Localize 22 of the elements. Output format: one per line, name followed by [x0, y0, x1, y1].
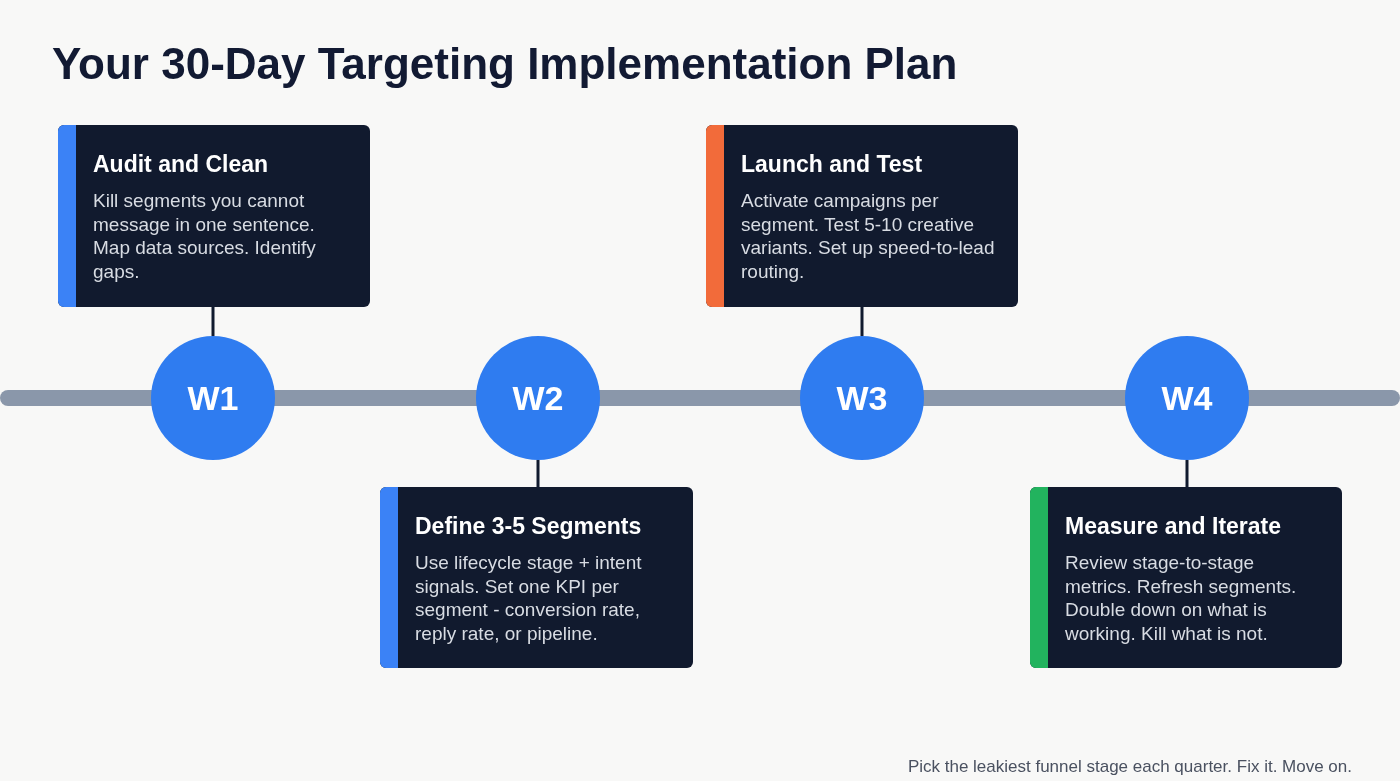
card-heading: Define 3-5 Segments: [415, 512, 643, 541]
connector-line: [536, 460, 540, 487]
step-card: [706, 125, 1018, 307]
step-card: [380, 487, 693, 668]
connector-line: [211, 307, 215, 336]
card-body: Review stage-to-stage metrics. Refresh segments. Double down on what is working. Kill what is not.: [1065, 551, 1298, 645]
card-body: Activate campaigns per segment. Test 5-10 creative variants. Set up speed-to-lead routing.: [741, 189, 996, 283]
card-body: Kill segments you cannot message in one sentence. Map data sources. Identify gaps.: [93, 189, 317, 283]
caption: Pick the leakiest funnel stage each quarter. Fix it. Move on.: [907, 758, 1352, 775]
card-heading: Audit and Clean: [93, 150, 270, 179]
week-label: W1: [187, 377, 239, 419]
week-label: W2: [512, 377, 564, 419]
step-card: [58, 125, 370, 307]
connector-line: [860, 307, 864, 336]
week-label: W4: [1161, 377, 1213, 419]
title: Your 30-Day Targeting Implementation Plan: [52, 38, 958, 90]
card-body: Use lifecycle stage + intent signals. Set one KPI per segment - conversion rate, reply rate, or pipeline.: [415, 551, 643, 645]
step-card: [1030, 487, 1342, 668]
connector-line: [1185, 460, 1189, 487]
card-heading: Launch and Test: [741, 150, 924, 179]
week-label: W3: [836, 377, 888, 419]
card-heading: Measure and Iterate: [1065, 512, 1283, 541]
